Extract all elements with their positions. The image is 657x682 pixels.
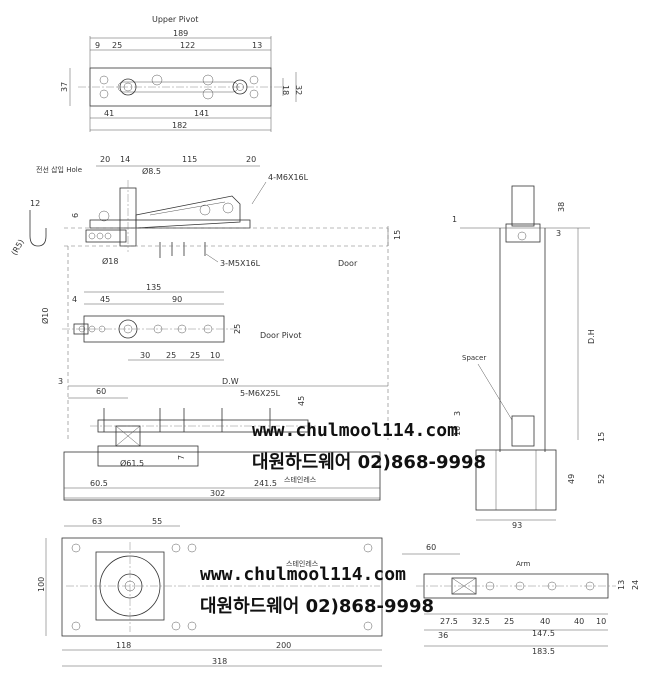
dimension-label: 318 [212,657,227,666]
dimension-label: 27.5 [440,617,458,626]
dimension-label: 13 [252,41,262,50]
dimension-label: 5-M6X25L [240,389,281,398]
dimension-label: 10 [596,617,606,626]
dimension-label: (R5) [10,238,26,257]
dimension-label: 32 [294,85,303,95]
door-label: Door [338,259,358,268]
dimension-label: 183.5 [532,647,555,656]
dimension-label: 7 [177,455,186,460]
bottom-plan-view: 63 55 스테인레스 100 118 200 318 [37,517,383,667]
dimension-label: 55 [152,517,162,526]
dimension-label: 10 [453,426,462,436]
dimension-label: D.H [587,329,596,344]
dimension-label: 241.5 [254,479,277,488]
dimension-label: 4 [72,295,77,304]
dimension-label: 45 [100,295,110,304]
watermark-url-1: www.chulmool114.com [252,420,458,441]
dimension-label: 302 [210,489,225,498]
dimension-label: 14 [120,155,130,164]
dimension-label: 60 [426,543,436,552]
dimension-label: 4-M6X16L [268,173,309,182]
dimension-label: 10 [210,351,220,360]
watermark-url-2: www.chulmool114.com [200,564,406,585]
watermark-company-1: 대원하드웨어 02)868-9998 [252,452,487,473]
dimension-label: 20 [246,155,256,164]
dimension-label: 3 [556,229,561,238]
door-pivot-title: Door Pivot [260,331,301,340]
dimension-label: 12 [30,199,40,208]
dimension-label: 182 [172,121,187,130]
dimension-label: 38 [557,202,566,212]
dimension-label: Ø8.5 [142,166,161,176]
dimension-label: 25 [190,351,200,360]
dimension-label: 90 [172,295,182,304]
dimension-label: 122 [180,41,195,50]
dimension-label: 32.5 [472,617,490,626]
dimension-label: 30 [140,351,150,360]
dimension-label: 25 [504,617,514,626]
dimension-label: 189 [173,29,188,38]
upper-pivot-view: Upper Pivot 189 9 25 122 13 37 18 32 41 … [60,15,303,132]
dimension-label: 37 [60,82,69,92]
dimension-label: 25 [166,351,176,360]
dimension-label: 25 [112,41,122,50]
arm-label: Arm [516,560,531,568]
dimension-label: 18 [281,85,290,95]
dimension-label: 100 [37,577,46,592]
dimension-label: 135 [146,283,161,292]
dimension-label: 115 [182,155,197,164]
dimension-label: 13 [617,580,626,590]
dimension-label: 60 [96,387,106,396]
dimension-label: 24 [631,580,640,590]
right-elevation-view: 1 38 3 D.H Spacer 3 10 15 49 52 93 [452,185,606,530]
dimension-label: 15 [393,230,402,240]
hole-note: 전선 삽입 Hole [36,165,82,174]
dimension-label: 200 [276,641,291,650]
dimension-label: Ø10 [40,308,50,324]
dimension-label: 93 [512,521,522,530]
door-outline: Door [64,227,389,440]
dimension-label: 3 [58,377,63,386]
dimension-label: 49 [567,474,576,484]
floor-section-view: 3 D.W 60 5-M6X25L 45 Ø61.5 7 스테인레스 60.5 … [58,377,388,501]
watermark-company-2: 대원하드웨어 02)868-9998 [200,596,435,617]
dimension-label: 3-M5X16L [220,259,261,268]
dimension-label: 40 [574,617,584,626]
upper-pivot-title: Upper Pivot [152,15,198,24]
door-pivot-view: Door Pivot 135 4 45 90 Ø10 25 30 25 25 1… [40,283,301,361]
dimension-label: 147.5 [532,629,555,638]
arm-view: 60 Arm 13 24 27.5 32.5 25 40 40 10 36 14… [402,543,640,656]
dimension-label: 1 [452,215,457,224]
dimension-label: 3 [453,411,462,416]
side-section-view: 전선 삽입 Hole 20 14 115 20 Ø8.5 4-M6X16L Ø1… [10,155,402,268]
spacer-label: Spacer [462,354,486,362]
dimension-label: 9 [95,41,100,50]
dimension-label: 40 [540,617,550,626]
dimension-label: 스테인레스 [284,475,317,484]
dimension-label: 118 [116,641,131,650]
dimension-label: 25 [233,324,242,334]
dimension-label: 20 [100,155,110,164]
dimension-label: 41 [104,109,114,118]
dimension-label: Ø18 [102,256,118,266]
dimension-label: 141 [194,109,209,118]
dimension-label: 63 [92,517,102,526]
dimension-label: 52 [597,474,606,484]
dimension-label: 스테인레스 [286,559,319,568]
dimension-label: 15 [597,432,606,442]
dimension-label: 60.5 [90,479,108,488]
dimension-label: 36 [438,631,448,640]
dimension-label: 45 [297,396,306,406]
dimension-label: 6 [71,213,80,218]
dimension-label: D.W [222,377,239,386]
dimension-label: Ø61.5 [120,458,144,468]
